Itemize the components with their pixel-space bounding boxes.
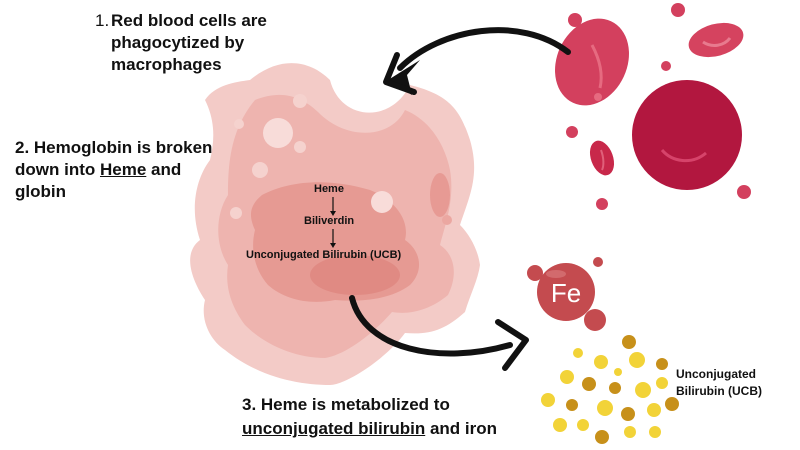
bilirubin-particle: [656, 358, 668, 370]
bilirubin-particle: [647, 403, 661, 417]
step-1-text: Red blood cells are phagocytized by macr…: [111, 11, 267, 74]
vacuole: [293, 94, 307, 108]
pathway-biliverdin: Biliverdin: [304, 215, 355, 227]
phagocytosis-arrow: [383, 27, 571, 95]
red-blood-cell-dimple: [702, 37, 732, 47]
red-blood-cell: [596, 198, 608, 210]
iron-highlight: [546, 270, 566, 278]
iron-bubble: [527, 265, 543, 281]
vacuole: [294, 141, 306, 153]
iron-bubble: [593, 257, 603, 267]
red-blood-cell: [632, 80, 742, 190]
red-blood-cells: [555, 3, 751, 210]
red-blood-cell: [566, 126, 578, 138]
bilirubin-particle: [656, 377, 668, 389]
red-blood-cell: [661, 61, 671, 71]
step-2-text-after: and globin: [15, 160, 182, 201]
vacuole: [263, 118, 293, 148]
bilirubin-particle: [560, 370, 574, 384]
pathway-heme: Heme: [314, 183, 344, 195]
iron-symbol: Fe: [551, 278, 581, 308]
bilirubin-particle: [629, 352, 645, 368]
bilirubin-particle: [577, 419, 589, 431]
vacuole: [442, 215, 452, 225]
bilirubin-particle: [595, 430, 609, 444]
bilirubin-label: Unconjugated Bilirubin (UCB): [676, 367, 762, 398]
red-blood-cell: [688, 22, 744, 58]
macrophage: [190, 63, 480, 385]
red-blood-cell-dimple: [590, 44, 603, 89]
step-1-number: 1.: [95, 11, 110, 30]
red-blood-cell: [671, 3, 685, 17]
pathway-ucb: Unconjugated Bilirubin (UCB): [246, 249, 402, 261]
bilirubin-particle: [621, 407, 635, 421]
bilirubin-particle: [614, 368, 622, 376]
step-1-label: 1. Red blood cells are phagocytized by m…: [95, 10, 325, 76]
red-blood-cell: [737, 185, 751, 199]
red-blood-cell-dimple: [600, 149, 605, 171]
iron-bubble: [584, 309, 606, 331]
red-blood-cell: [594, 93, 602, 101]
bilirubin-particle: [566, 399, 578, 411]
bilirubin-particle: [635, 382, 651, 398]
bilirubin-particle: [553, 418, 567, 432]
bilirubin-particle: [594, 355, 608, 369]
vacuole: [430, 173, 450, 217]
metabolism-arrow: [349, 295, 529, 371]
step-2-underlined: Heme: [99, 160, 147, 179]
step-3-underlined: unconjugated bilirubin: [242, 419, 426, 438]
pathway-arrows: [330, 197, 336, 248]
bilirubin-particle: [622, 335, 636, 349]
bilirubin-particle: [597, 400, 613, 416]
bilirubin-particles: [541, 335, 679, 444]
step-3-label: 3. Heme is metabolized to unconjugated b…: [242, 393, 522, 441]
red-blood-cell: [555, 18, 629, 106]
red-blood-cell-dimple: [660, 148, 707, 162]
bilirubin-particle: [541, 393, 555, 407]
step-2-text-before: 2. Hemoglobin is broken down into: [15, 138, 213, 179]
step-3-text-before: 3. Heme is metabolized to: [242, 395, 450, 414]
red-blood-cell: [589, 140, 615, 176]
step-2-label: 2. Hemoglobin is broken down into Heme a…: [15, 137, 230, 203]
step-3-text-after: and iron: [425, 419, 497, 438]
bilirubin-particle: [665, 397, 679, 411]
vacuole: [252, 162, 268, 178]
red-blood-cell: [568, 13, 582, 27]
vacuole: [371, 191, 393, 213]
bilirubin-particle: [582, 377, 596, 391]
bilirubin-particle: [573, 348, 583, 358]
vacuole: [234, 119, 244, 129]
nucleus-inner: [310, 255, 400, 295]
bilirubin-particle: [624, 426, 636, 438]
iron-molecule: Fe: [527, 257, 606, 331]
bilirubin-particle: [609, 382, 621, 394]
vacuole: [230, 207, 242, 219]
bilirubin-particle: [649, 426, 661, 438]
